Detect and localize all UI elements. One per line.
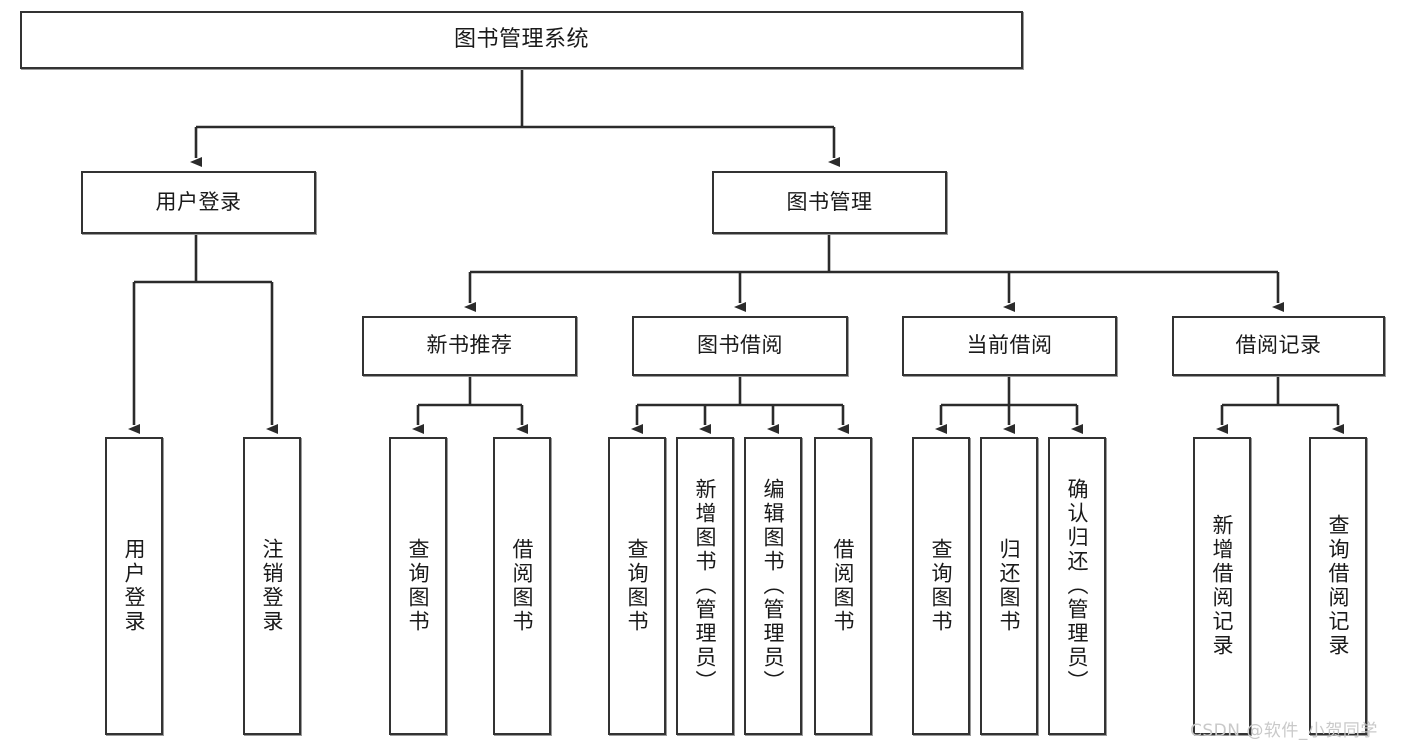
node-label: 图书借阅 xyxy=(697,333,783,358)
leaf-borrow-book-2[interactable]: 借阅图书 xyxy=(814,437,872,735)
node-label: 确认归还（管理员） xyxy=(1065,478,1090,694)
node-label: 查询图书 xyxy=(929,538,954,634)
node-label: 借阅记录 xyxy=(1235,333,1322,358)
leaf-add-borrow-record[interactable]: 新增借阅记录 xyxy=(1193,437,1251,735)
node-book-manage[interactable]: 图书管理 xyxy=(712,171,947,234)
leaf-query-book-2[interactable]: 查询图书 xyxy=(608,437,666,735)
node-book-borrow[interactable]: 图书借阅 xyxy=(632,316,848,376)
node-label: 查询图书 xyxy=(625,538,650,634)
node-label: 新增借阅记录 xyxy=(1210,514,1235,658)
leaf-borrow-book-1[interactable]: 借阅图书 xyxy=(493,437,551,735)
node-borrow-record[interactable]: 借阅记录 xyxy=(1172,316,1385,376)
leaf-confirm-return-admin[interactable]: 确认归还（管理员） xyxy=(1048,437,1106,735)
node-label: 新增图书（管理员） xyxy=(693,478,718,694)
leaf-return-book[interactable]: 归还图书 xyxy=(980,437,1038,735)
node-label: 归还图书 xyxy=(997,538,1022,634)
node-label: 查询借阅记录 xyxy=(1326,514,1351,658)
leaf-edit-book-admin[interactable]: 编辑图书（管理员） xyxy=(744,437,802,735)
node-label: 用户登录 xyxy=(122,538,147,634)
leaf-logout-login[interactable]: 注销登录 xyxy=(243,437,301,735)
leaf-query-book-3[interactable]: 查询图书 xyxy=(912,437,970,735)
node-user-login[interactable]: 用户登录 xyxy=(81,171,316,234)
node-label: 图书管理 xyxy=(786,189,873,214)
node-new-book-recommend[interactable]: 新书推荐 xyxy=(362,316,577,376)
node-label: 借阅图书 xyxy=(831,538,856,634)
node-label: 当前借阅 xyxy=(966,333,1053,358)
node-label: 用户登录 xyxy=(155,189,242,214)
node-label: 编辑图书（管理员） xyxy=(761,478,786,694)
node-label: 注销登录 xyxy=(260,538,285,634)
csdn-watermark: CSDN @软件_小贺同学 xyxy=(1190,721,1378,741)
node-current-borrow[interactable]: 当前借阅 xyxy=(902,316,1117,376)
leaf-user-login[interactable]: 用户登录 xyxy=(105,437,163,735)
node-label: 借阅图书 xyxy=(510,538,535,634)
node-label: 图书管理系统 xyxy=(453,26,589,52)
leaf-query-book-1[interactable]: 查询图书 xyxy=(389,437,447,735)
leaf-add-book-admin[interactable]: 新增图书（管理员） xyxy=(676,437,734,735)
node-root-system[interactable]: 图书管理系统 xyxy=(20,11,1023,69)
leaf-query-borrow-record[interactable]: 查询借阅记录 xyxy=(1309,437,1367,735)
node-label: 查询图书 xyxy=(406,538,431,634)
node-label: 新书推荐 xyxy=(426,333,513,358)
